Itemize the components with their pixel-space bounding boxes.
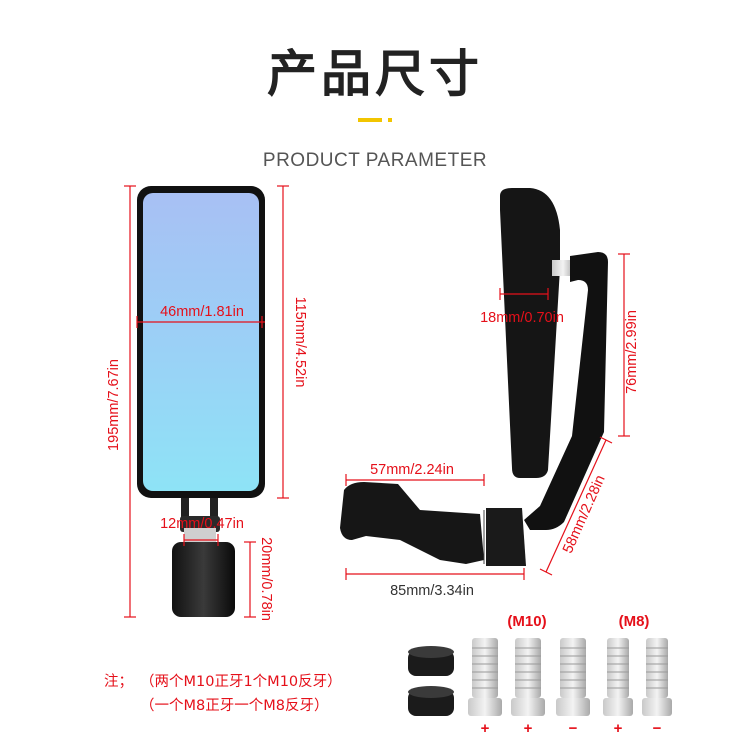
clamp-length-label: 85mm/3.34in [390,583,474,599]
total-height-label: 195mm/7.67in [106,359,122,451]
note-line-2: （一个M8正牙一个M8反牙） [140,698,329,714]
mirror-height-label: 115mm/4.52in [292,297,308,388]
screw-bolts [468,638,672,716]
arm-offset-label: 18mm/0.70in [480,310,564,326]
screw-sign-2: + [524,720,533,737]
note-line-1: （两个M10正牙1个M10反牙） [140,674,342,690]
page-title: 产品尺寸 [267,45,483,103]
screw-bolt-3 [556,638,590,716]
screw-sign-5: − [653,720,662,737]
page-subtitle: PRODUCT PARAMETER [262,150,488,171]
screw-sign-3: − [569,720,578,737]
mirror-width-label: 46mm/1.81in [160,304,244,320]
neck-width-label: 12mm/0.47in [160,516,244,532]
side-mirror [340,188,608,566]
m8-group-label: (M8) [619,613,650,630]
arm-reach-label: 57mm/2.24in [370,462,454,478]
m10-group-label: (M10) [507,613,546,630]
title-accent-bar [358,118,382,122]
end-caps [408,646,454,716]
side-dimension-lines [345,253,630,580]
front-dimension-lines [124,185,289,618]
screw-bolt-2 [511,638,545,716]
arm-upper-label: 76mm/2.99in [624,310,640,394]
base-height-label: 20mm/0.78in [258,537,274,621]
screw-sign-4: + [614,720,623,737]
title-accent-dot [388,118,392,122]
note-prefix: 注； [104,674,133,690]
front-mirror [137,186,265,617]
screw-sign-1: + [481,720,490,737]
screw-bolt-1 [468,638,502,716]
screw-bolt-4 [603,638,633,716]
screw-bolt-5 [642,638,672,716]
